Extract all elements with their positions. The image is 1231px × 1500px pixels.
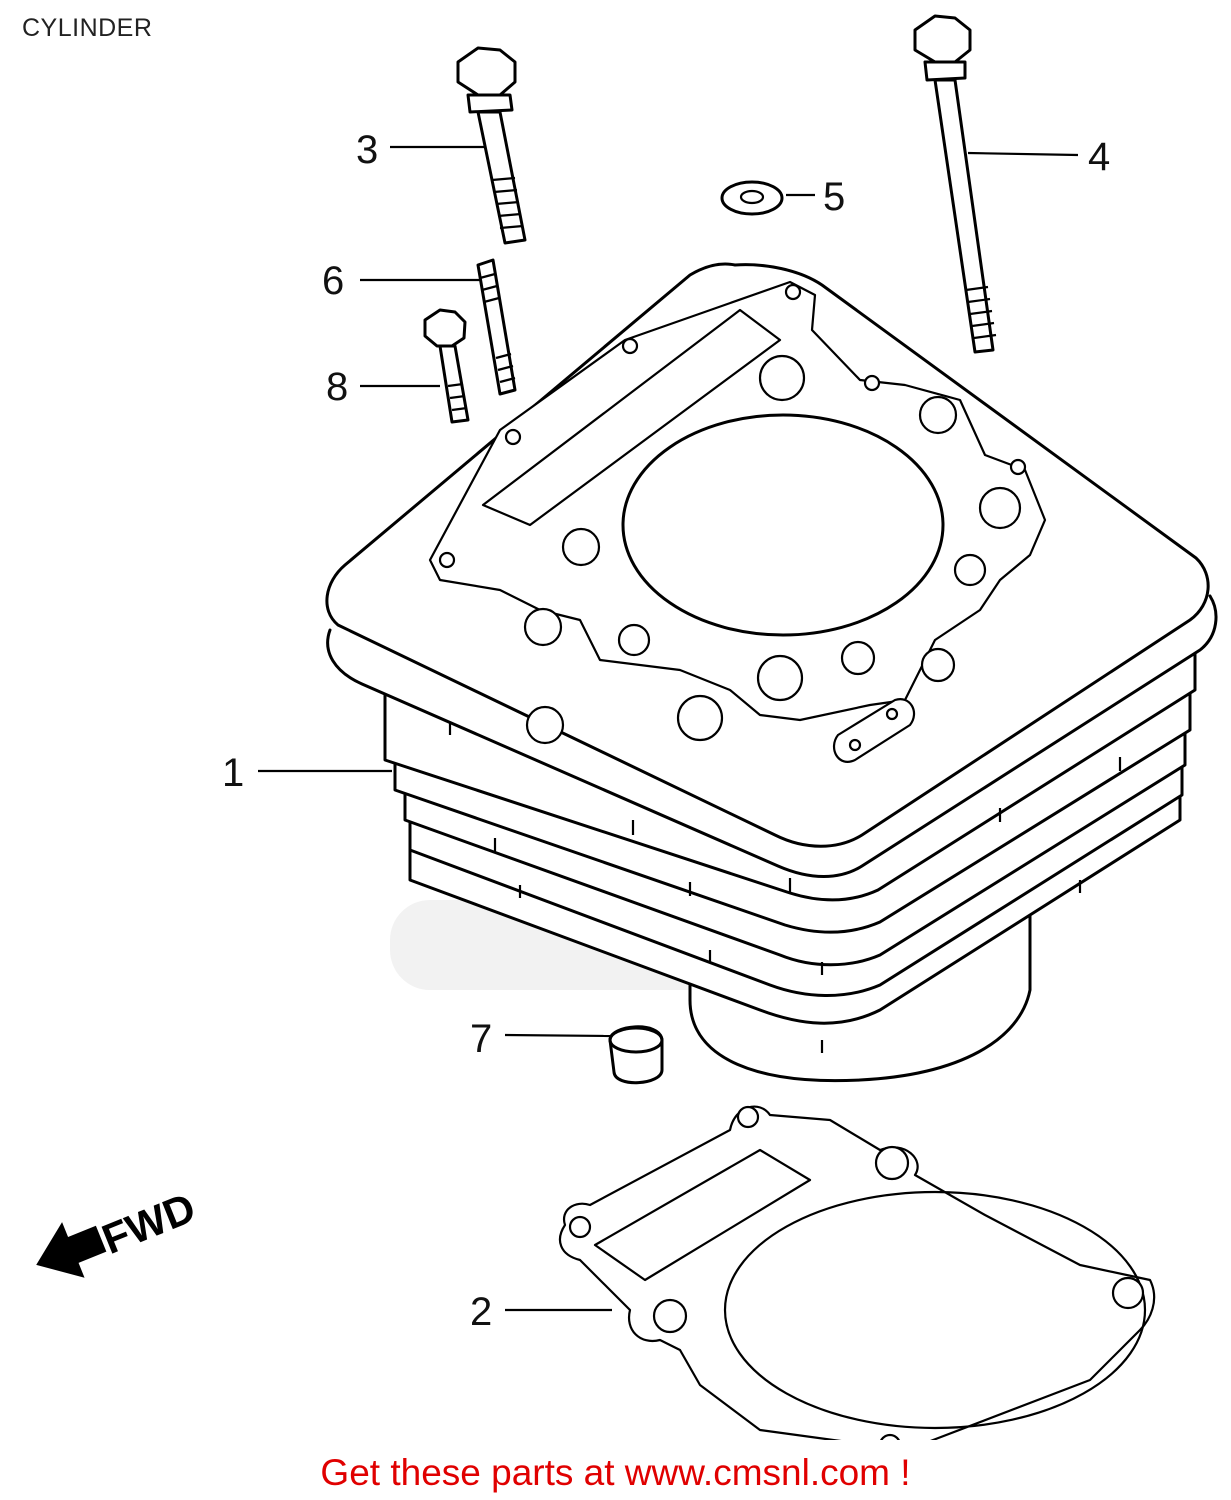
bolt-4[interactable] [913, 14, 997, 354]
callout-5: 5 [823, 175, 845, 219]
footer-link-text[interactable]: Get these parts at www.cmsnl.com ! [320, 1452, 911, 1493]
callout-3: 3 [356, 128, 378, 172]
callout-6: 6 [322, 259, 344, 303]
bolt-3[interactable] [456, 46, 527, 245]
cylinder-block[interactable] [324, 262, 1218, 1083]
callout-7: 7 [470, 1017, 492, 1061]
stud-6[interactable] [476, 258, 517, 396]
callout-1: 1 [222, 751, 244, 795]
cylinder-base-gasket[interactable] [558, 1105, 1156, 1440]
callout-2: 2 [470, 1290, 492, 1334]
fwd-label: FWD [95, 1184, 201, 1263]
leader-lines [258, 145, 1079, 1312]
bolt-8[interactable] [423, 308, 470, 424]
exploded-parts-diagram: 1 2 3 4 5 6 8 7 FWD [36, 14, 1218, 1440]
callout-7-placeholder: 8 [326, 365, 348, 409]
washer-5[interactable] [720, 180, 784, 216]
dowel-pin-7[interactable] [608, 1025, 664, 1085]
fwd-arrow-icon: FWD [36, 1184, 202, 1278]
callout-4: 4 [1088, 135, 1110, 179]
page-title: CYLINDER [22, 14, 153, 42]
